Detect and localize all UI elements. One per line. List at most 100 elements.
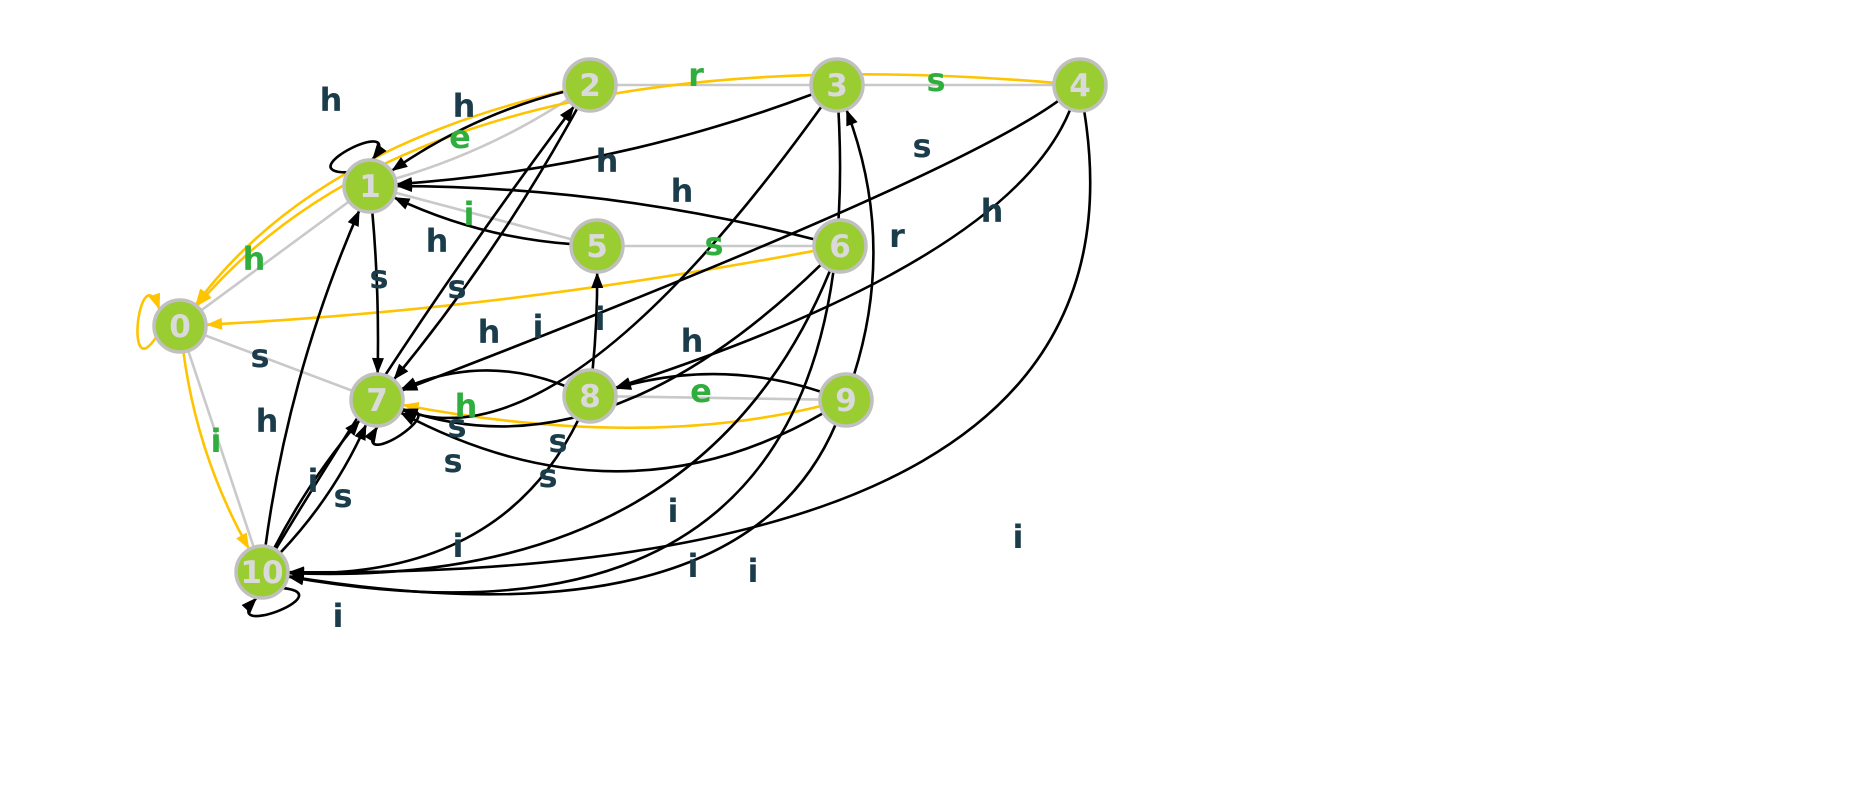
edge-label-8-5: i bbox=[595, 300, 606, 338]
edge-0-10 bbox=[182, 351, 251, 550]
edge-label-2-1: e bbox=[449, 118, 471, 156]
node-1[interactable]: 1 bbox=[342, 158, 398, 214]
node-label-2: 2 bbox=[579, 68, 601, 104]
nodes-layer: 0 1 2 3 4 5 6 7 8 9 10 bbox=[152, 57, 1108, 600]
node-label-4: 4 bbox=[1069, 68, 1091, 104]
arrowhead bbox=[364, 425, 378, 443]
edge-4-0 bbox=[195, 73, 1055, 307]
edge-6-1 bbox=[395, 184, 816, 241]
edge-2-1 bbox=[390, 90, 566, 173]
edge-label-0-1: h bbox=[243, 240, 266, 278]
node-label-5: 5 bbox=[586, 229, 608, 265]
edge-label-4-8: h bbox=[981, 192, 1004, 230]
edge-2-1 bbox=[394, 98, 569, 180]
arrowhead bbox=[236, 532, 250, 550]
edge-label-10-7: s bbox=[333, 477, 352, 515]
edge-label-1-7: s bbox=[369, 258, 388, 296]
arrowhead bbox=[393, 363, 409, 380]
node-label-1: 1 bbox=[359, 169, 381, 205]
arrowhead bbox=[148, 292, 161, 310]
edge-10-7 bbox=[272, 418, 362, 550]
edge-4-8 bbox=[614, 108, 1072, 390]
edge-label-3-4: s bbox=[926, 61, 945, 99]
node-label-6: 6 bbox=[829, 229, 851, 265]
arrowhead bbox=[401, 379, 419, 391]
edge-label-0-7: s bbox=[250, 337, 269, 375]
node-6[interactable]: 6 bbox=[812, 218, 868, 274]
edge-9-7 bbox=[402, 403, 822, 430]
node-5[interactable]: 5 bbox=[569, 218, 625, 274]
node-3[interactable]: 3 bbox=[809, 57, 865, 113]
edge-label-5-6: s bbox=[704, 225, 723, 263]
edge-label-9-8: h bbox=[681, 322, 704, 360]
edge-10-1 bbox=[264, 209, 361, 547]
node-0[interactable]: 0 bbox=[152, 298, 208, 354]
node-circle-10[interactable] bbox=[234, 544, 290, 600]
node-7[interactable]: 7 bbox=[349, 372, 405, 428]
edge-8-9 bbox=[615, 395, 821, 401]
edge-label-5-1: i bbox=[464, 195, 475, 233]
edge-label-5-1: h bbox=[426, 222, 449, 260]
edge-8-7 bbox=[400, 369, 567, 391]
node-circle-5[interactable] bbox=[569, 218, 625, 274]
node-circle-6[interactable] bbox=[812, 218, 868, 274]
edge-label-7-7: s bbox=[443, 442, 462, 480]
arrowhead bbox=[347, 209, 360, 227]
arrowhead bbox=[205, 317, 223, 330]
edge-label-10-7: i bbox=[308, 462, 319, 500]
edge-label-8-7: h bbox=[478, 313, 501, 351]
node-circle-2[interactable] bbox=[562, 57, 618, 113]
node-circle-3[interactable] bbox=[809, 57, 865, 113]
edge-label-8-9: e bbox=[690, 372, 712, 410]
node-circle-1[interactable] bbox=[342, 158, 398, 214]
arrowhead bbox=[614, 377, 632, 389]
arrowhead bbox=[396, 180, 413, 193]
node-circle-0[interactable] bbox=[152, 298, 208, 354]
arrowhead bbox=[591, 271, 604, 289]
edge-label-4-10: i bbox=[1013, 518, 1024, 556]
edge-9-3 bbox=[845, 108, 875, 376]
node-9[interactable]: 9 bbox=[818, 372, 874, 428]
node-10[interactable]: 10 bbox=[234, 544, 290, 600]
node-2[interactable]: 2 bbox=[562, 57, 618, 113]
edge-label-9-3: r bbox=[889, 217, 905, 255]
node-label-9: 9 bbox=[835, 383, 857, 419]
edge-5-1 bbox=[394, 191, 573, 241]
edge-label-6-7: s bbox=[548, 422, 567, 460]
node-4[interactable]: 4 bbox=[1052, 57, 1108, 113]
node-circle-9[interactable] bbox=[818, 372, 874, 428]
edge-label-9-7: h bbox=[455, 387, 478, 425]
edge-label-3-1: h bbox=[596, 142, 619, 180]
node-label-10: 10 bbox=[240, 555, 283, 591]
edge-label-0-10: i bbox=[211, 422, 222, 460]
node-circle-8[interactable] bbox=[562, 368, 618, 424]
edge-label-10-2: i bbox=[533, 308, 544, 346]
arrowhead bbox=[195, 288, 210, 306]
node-circle-7[interactable] bbox=[349, 372, 405, 428]
edge-0-7 bbox=[203, 333, 354, 393]
arrowhead bbox=[241, 597, 257, 614]
node-8[interactable]: 8 bbox=[562, 368, 618, 424]
edge-2-7 bbox=[392, 107, 579, 381]
edge-0-1 bbox=[200, 200, 350, 312]
edge-label-1-1: h bbox=[320, 81, 343, 119]
node-label-3: 3 bbox=[826, 68, 848, 104]
edge-label-4-7: s bbox=[912, 127, 931, 165]
edge-label-6-1: h bbox=[671, 172, 694, 210]
edge-label-2-3: r bbox=[688, 56, 704, 94]
edge-4-10 bbox=[287, 110, 1092, 574]
edge-label-10-10: i bbox=[333, 597, 344, 635]
arrowhead bbox=[354, 423, 367, 441]
node-label-0: 0 bbox=[169, 309, 191, 345]
edge-1-7 bbox=[371, 211, 380, 375]
node-circle-4[interactable] bbox=[1052, 57, 1108, 113]
edge-label-3-7: s bbox=[447, 407, 466, 445]
arrowhead bbox=[287, 566, 305, 579]
edge-label-8-10: i bbox=[453, 527, 464, 565]
edge-0-10 bbox=[186, 350, 256, 548]
edge-label-9-10: i bbox=[688, 547, 699, 585]
edge-3-7 bbox=[400, 105, 823, 420]
